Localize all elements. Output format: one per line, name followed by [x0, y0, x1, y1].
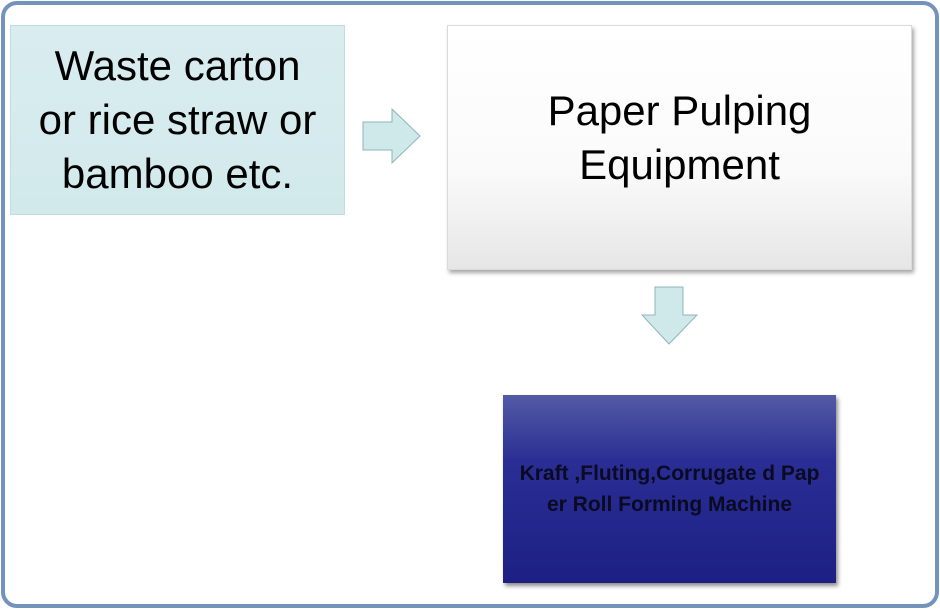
right-arrow-icon — [362, 108, 421, 165]
paper-pulping-equipment-box: Paper Pulping Equipment — [447, 25, 912, 270]
down-arrow-icon — [641, 286, 699, 345]
roll-forming-machine-box: Kraft ,Fluting,Corrugate d Paper Roll Fo… — [503, 395, 836, 583]
paper-pulping-equipment-label: Paper Pulping Equipment — [547, 86, 812, 188]
source-materials-box: Waste carton or rice straw or bamboo etc… — [10, 25, 345, 215]
source-materials-label: Waste carton or rice straw or bamboo etc… — [38, 42, 317, 197]
roll-forming-machine-label: Kraft ,Fluting,Corrugate d Paper Roll Fo… — [519, 462, 820, 516]
